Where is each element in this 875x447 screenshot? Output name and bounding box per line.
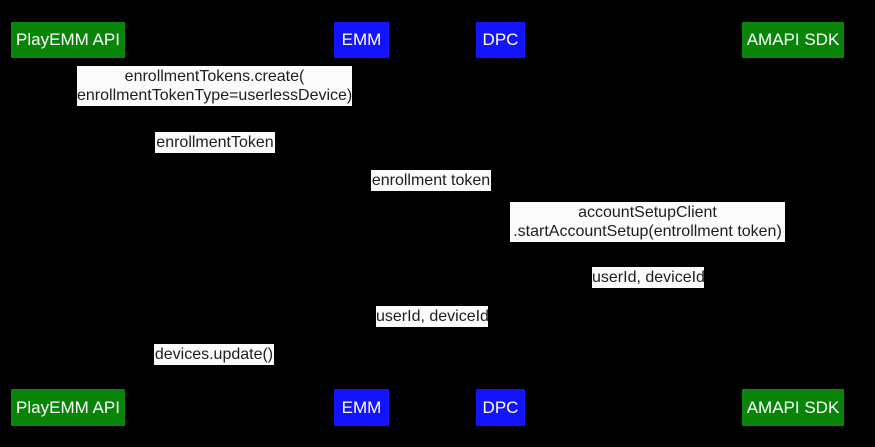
actor-playemm-api-top: PlayEMM API — [11, 22, 125, 58]
message-line: enrollmentTokenType=userlessDevice) — [77, 87, 353, 104]
actor-playemm-api-bottom: PlayEMM API — [11, 389, 125, 426]
message-start-account-setup: accountSetupClient .startAccountSetup(en… — [510, 202, 785, 242]
message-userid-deviceid-to-emm: userId, deviceId — [376, 306, 489, 327]
actor-dpc-bottom: DPC — [476, 389, 525, 426]
actor-amapi-sdk-bottom: AMAPI SDK — [742, 389, 844, 426]
actor-dpc-top: DPC — [476, 22, 525, 58]
message-userid-deviceid-from-amapi: userId, deviceId — [592, 267, 705, 288]
actor-amapi-sdk-top: AMAPI SDK — [742, 22, 844, 58]
message-line: accountSetupClient — [578, 204, 717, 221]
message-enrollment-tokens-create: enrollmentTokens.create( enrollmentToken… — [77, 66, 352, 106]
actor-emm-bottom: EMM — [334, 389, 389, 426]
message-devices-update: devices.update() — [154, 344, 274, 365]
message-line: .startAccountSetup(entrollment token) — [513, 223, 782, 240]
message-enrollment-token-return: enrollmentToken — [155, 132, 275, 153]
actor-emm-top: EMM — [334, 22, 389, 58]
message-line: enrollmentTokens.create( — [124, 68, 305, 85]
message-enrollment-token-to-dpc: enrollment token — [371, 170, 491, 191]
